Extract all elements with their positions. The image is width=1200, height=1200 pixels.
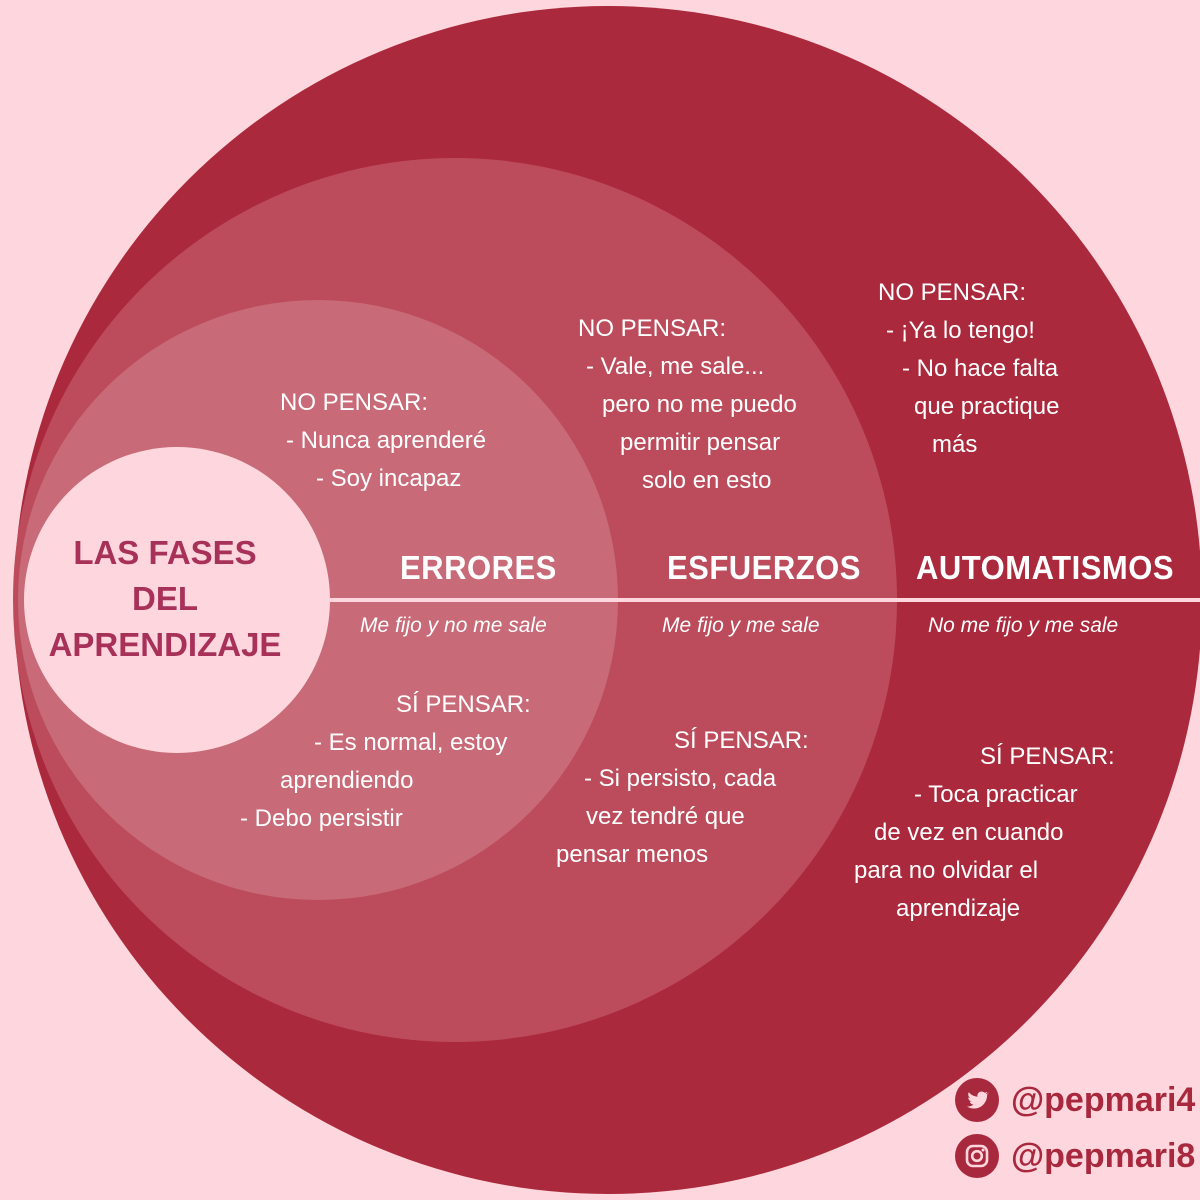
esfuerzos-no-pensar-line: - Vale, me sale... bbox=[586, 353, 765, 380]
title-line-2: DEL bbox=[132, 580, 198, 617]
esfuerzos-si-pensar-line: - Si persisto, cada bbox=[584, 765, 777, 792]
esfuerzos-si-pensar-line: vez tendré que bbox=[586, 803, 745, 830]
errores-no-pensar-line: - Nunca aprenderé bbox=[286, 427, 487, 454]
automatismos-si-pensar-heading: SÍ PENSAR: bbox=[980, 743, 1115, 770]
errores-no-pensar-line: - Soy incapaz bbox=[316, 465, 462, 492]
automatismos-no-pensar-line: - ¡Ya lo tengo! bbox=[886, 317, 1035, 344]
errores-no-pensar: NO PENSAR: - Nunca aprenderé - Soy incap… bbox=[280, 384, 486, 498]
title-line-3: APRENDIZAJE bbox=[48, 626, 282, 663]
center-circle bbox=[24, 447, 330, 753]
phase-name-errores: ERRORES bbox=[400, 548, 557, 587]
errores-no-pensar-heading: NO PENSAR: bbox=[280, 389, 429, 416]
esfuerzos-si-pensar-line: pensar menos bbox=[556, 841, 709, 868]
esfuerzos-no-pensar-line: permitir pensar bbox=[620, 429, 781, 456]
automatismos-no-pensar: NO PENSAR: - ¡Ya lo tengo! - No hace fal… bbox=[878, 274, 1059, 464]
automatismos-si-pensar-line: de vez en cuando bbox=[874, 819, 1064, 846]
diagram-title: LAS FASES DEL APRENDIZAJE bbox=[40, 530, 290, 668]
instagram-handle-text: @pepmari8 bbox=[1011, 1136, 1196, 1175]
phase-subtitle-esfuerzos: Me fijo y me sale bbox=[662, 614, 820, 637]
esfuerzos-no-pensar-line: solo en esto bbox=[642, 467, 772, 494]
esfuerzos-si-pensar: SÍ PENSAR: - Si persisto, cada vez tendr… bbox=[556, 722, 809, 874]
automatismos-no-pensar-line: que practique bbox=[914, 393, 1060, 420]
phase-subtitle-errores: Me fijo y no me sale bbox=[360, 614, 547, 637]
automatismos-si-pensar-line: aprendizaje bbox=[896, 895, 1021, 922]
automatismos-si-pensar-line: para no olvidar el bbox=[854, 857, 1039, 884]
errores-si-pensar-line: - Es normal, estoy bbox=[314, 729, 508, 756]
esfuerzos-no-pensar-line: pero no me puedo bbox=[602, 391, 797, 418]
instagram-icon bbox=[955, 1134, 999, 1178]
title-line-1: LAS FASES bbox=[73, 534, 257, 571]
phase-subtitle-automatismos: No me fijo y me sale bbox=[928, 614, 1119, 637]
errores-si-pensar-line: aprendiendo bbox=[280, 767, 414, 794]
instagram-handle[interactable]: @pepmari8 bbox=[955, 1134, 1195, 1178]
twitter-handle-text: @pepmari4 bbox=[1011, 1080, 1196, 1119]
twitter-icon bbox=[955, 1078, 999, 1122]
automatismos-no-pensar-line: - No hace falta bbox=[902, 355, 1059, 382]
esfuerzos-si-pensar-heading: SÍ PENSAR: bbox=[674, 727, 809, 754]
twitter-handle[interactable]: @pepmari4 bbox=[955, 1078, 1195, 1122]
esfuerzos-no-pensar: NO PENSAR: - Vale, me sale... pero no me… bbox=[578, 310, 797, 500]
errores-si-pensar: SÍ PENSAR: - Es normal, estoy aprendiend… bbox=[240, 686, 531, 838]
errores-si-pensar-heading: SÍ PENSAR: bbox=[396, 691, 531, 718]
automatismos-si-pensar: SÍ PENSAR: - Toca practicar de vez en cu… bbox=[854, 738, 1115, 928]
phase-name-automatismos: AUTOMATISMOS bbox=[916, 548, 1175, 587]
automatismos-no-pensar-line: más bbox=[932, 431, 978, 458]
automatismos-no-pensar-heading: NO PENSAR: bbox=[878, 279, 1027, 306]
esfuerzos-no-pensar-heading: NO PENSAR: bbox=[578, 315, 727, 342]
phase-name-esfuerzos: ESFUERZOS bbox=[667, 548, 861, 587]
errores-si-pensar-line: - Debo persistir bbox=[240, 805, 403, 832]
automatismos-si-pensar-line: - Toca practicar bbox=[914, 781, 1078, 808]
